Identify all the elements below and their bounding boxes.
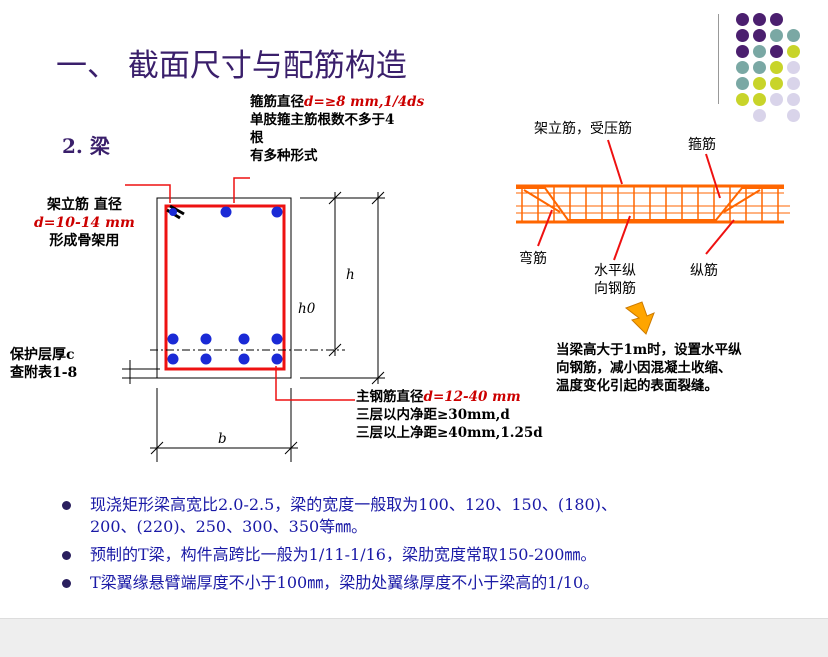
main-bar — [271, 353, 283, 365]
decorative-dot — [770, 45, 783, 58]
decorative-dot — [770, 29, 783, 42]
decorative-dot — [787, 109, 800, 122]
leader-top-bar — [607, 139, 623, 185]
beam-diagram — [122, 139, 790, 462]
bottom-bar — [0, 618, 828, 657]
main-bar — [167, 333, 179, 345]
main-bar — [238, 333, 250, 345]
decorative-dot — [736, 13, 749, 26]
decorative-dot — [753, 45, 766, 58]
elevation-long-bar-label: 纵筋 — [690, 263, 718, 279]
dim-b-label: b — [218, 431, 227, 447]
leader-erection-bar — [125, 184, 171, 203]
dim-h0-label: h0 — [298, 301, 316, 317]
cover-note: 保护层厚c 查附表1-8 — [10, 347, 78, 381]
decorative-dot — [753, 109, 766, 122]
decorative-dot — [787, 29, 800, 42]
main-bar — [271, 333, 283, 345]
leader-long-bar — [705, 219, 735, 255]
decorative-dot — [753, 29, 766, 42]
stirrup-note: 箍筋直径d=≥8 mm,1/4ds 单肢箍主筋根数不多于4 根 有多种形式 — [250, 94, 425, 164]
top-bar — [271, 206, 283, 218]
decorative-dot — [770, 93, 783, 106]
bullet-marker — [62, 501, 71, 510]
section-subtitle: 2. 梁 — [62, 134, 110, 158]
decorative-dot — [736, 29, 749, 42]
orange-down-arrow — [624, 301, 655, 335]
decorative-dot — [787, 77, 800, 90]
beam-elevation — [516, 184, 790, 224]
bullet-list: 现浇矩形梁高宽比2.0-2.5，梁的宽度一般取为100、120、150、(180… — [62, 494, 812, 600]
dim-h-label: h — [346, 267, 355, 283]
page-title: 一、 截面尺寸与配筋构造 — [56, 48, 407, 84]
decorative-dot — [787, 93, 800, 106]
main-bar-note: 主钢筋直径d=12-40 mm 三层以内净距≥30mm,d 三层以上净距≥40m… — [356, 389, 543, 441]
top-bar — [169, 208, 177, 216]
leader-horizontal-bar — [613, 215, 631, 261]
leader-stirrup — [233, 177, 250, 203]
beam-section-outline — [156, 197, 292, 379]
elevation-top-bar-label: 架立筋，受压筋 — [534, 121, 632, 137]
decorative-dot — [736, 77, 749, 90]
decorative-dot — [787, 61, 800, 74]
decorative-dot — [787, 45, 800, 58]
horizontal-bar-explanation: 当梁高大于1m时，设置水平纵 向钢筋，减小因混凝土收缩、 温度变化引起的表面裂缝… — [556, 342, 742, 394]
bullet-item: 现浇矩形梁高宽比2.0-2.5，梁的宽度一般取为100、120、150、(180… — [62, 494, 812, 538]
leader-bent-bar — [537, 209, 553, 247]
bullet-item: T梁翼缘悬臂端厚度不小于100㎜，梁肋处翼缘厚度不小于梁高的1/10。 — [62, 572, 812, 594]
decorative-dot — [736, 93, 749, 106]
decorative-dot — [753, 77, 766, 90]
decorative-dot — [753, 93, 766, 106]
elevation-horizontal-bar-label: 水平纵 向钢筋 — [594, 263, 636, 297]
leader-main-bar — [275, 366, 355, 401]
bullet-marker — [62, 579, 71, 588]
stirrup — [164, 204, 286, 371]
top-bar — [220, 206, 232, 218]
main-bar — [167, 353, 179, 365]
slide: 一、 截面尺寸与配筋构造 2. 梁 — [10, 13, 812, 600]
decorative-dot — [770, 13, 783, 26]
leader-el-stirrup — [705, 153, 721, 199]
main-bar — [200, 353, 212, 365]
bullet-marker — [62, 551, 71, 560]
decorative-dot — [753, 61, 766, 74]
divider-line — [718, 14, 719, 104]
bullet-item: 预制的T梁，构件高跨比一般为1/11-1/16，梁肋宽度常取150-200㎜。 — [62, 544, 812, 566]
decorative-dot — [736, 61, 749, 74]
main-bar — [200, 333, 212, 345]
decorative-dot — [770, 61, 783, 74]
erection-bar-note: 架立筋 直径 d=10-14 mm 形成骨架用 — [34, 197, 135, 249]
decorative-dot — [770, 77, 783, 90]
decorative-dot — [736, 45, 749, 58]
decorative-dot — [753, 13, 766, 26]
main-bar — [238, 353, 250, 365]
elevation-stirrup-label: 箍筋 — [688, 137, 716, 153]
elevation-bent-bar-label: 弯筋 — [519, 251, 547, 267]
